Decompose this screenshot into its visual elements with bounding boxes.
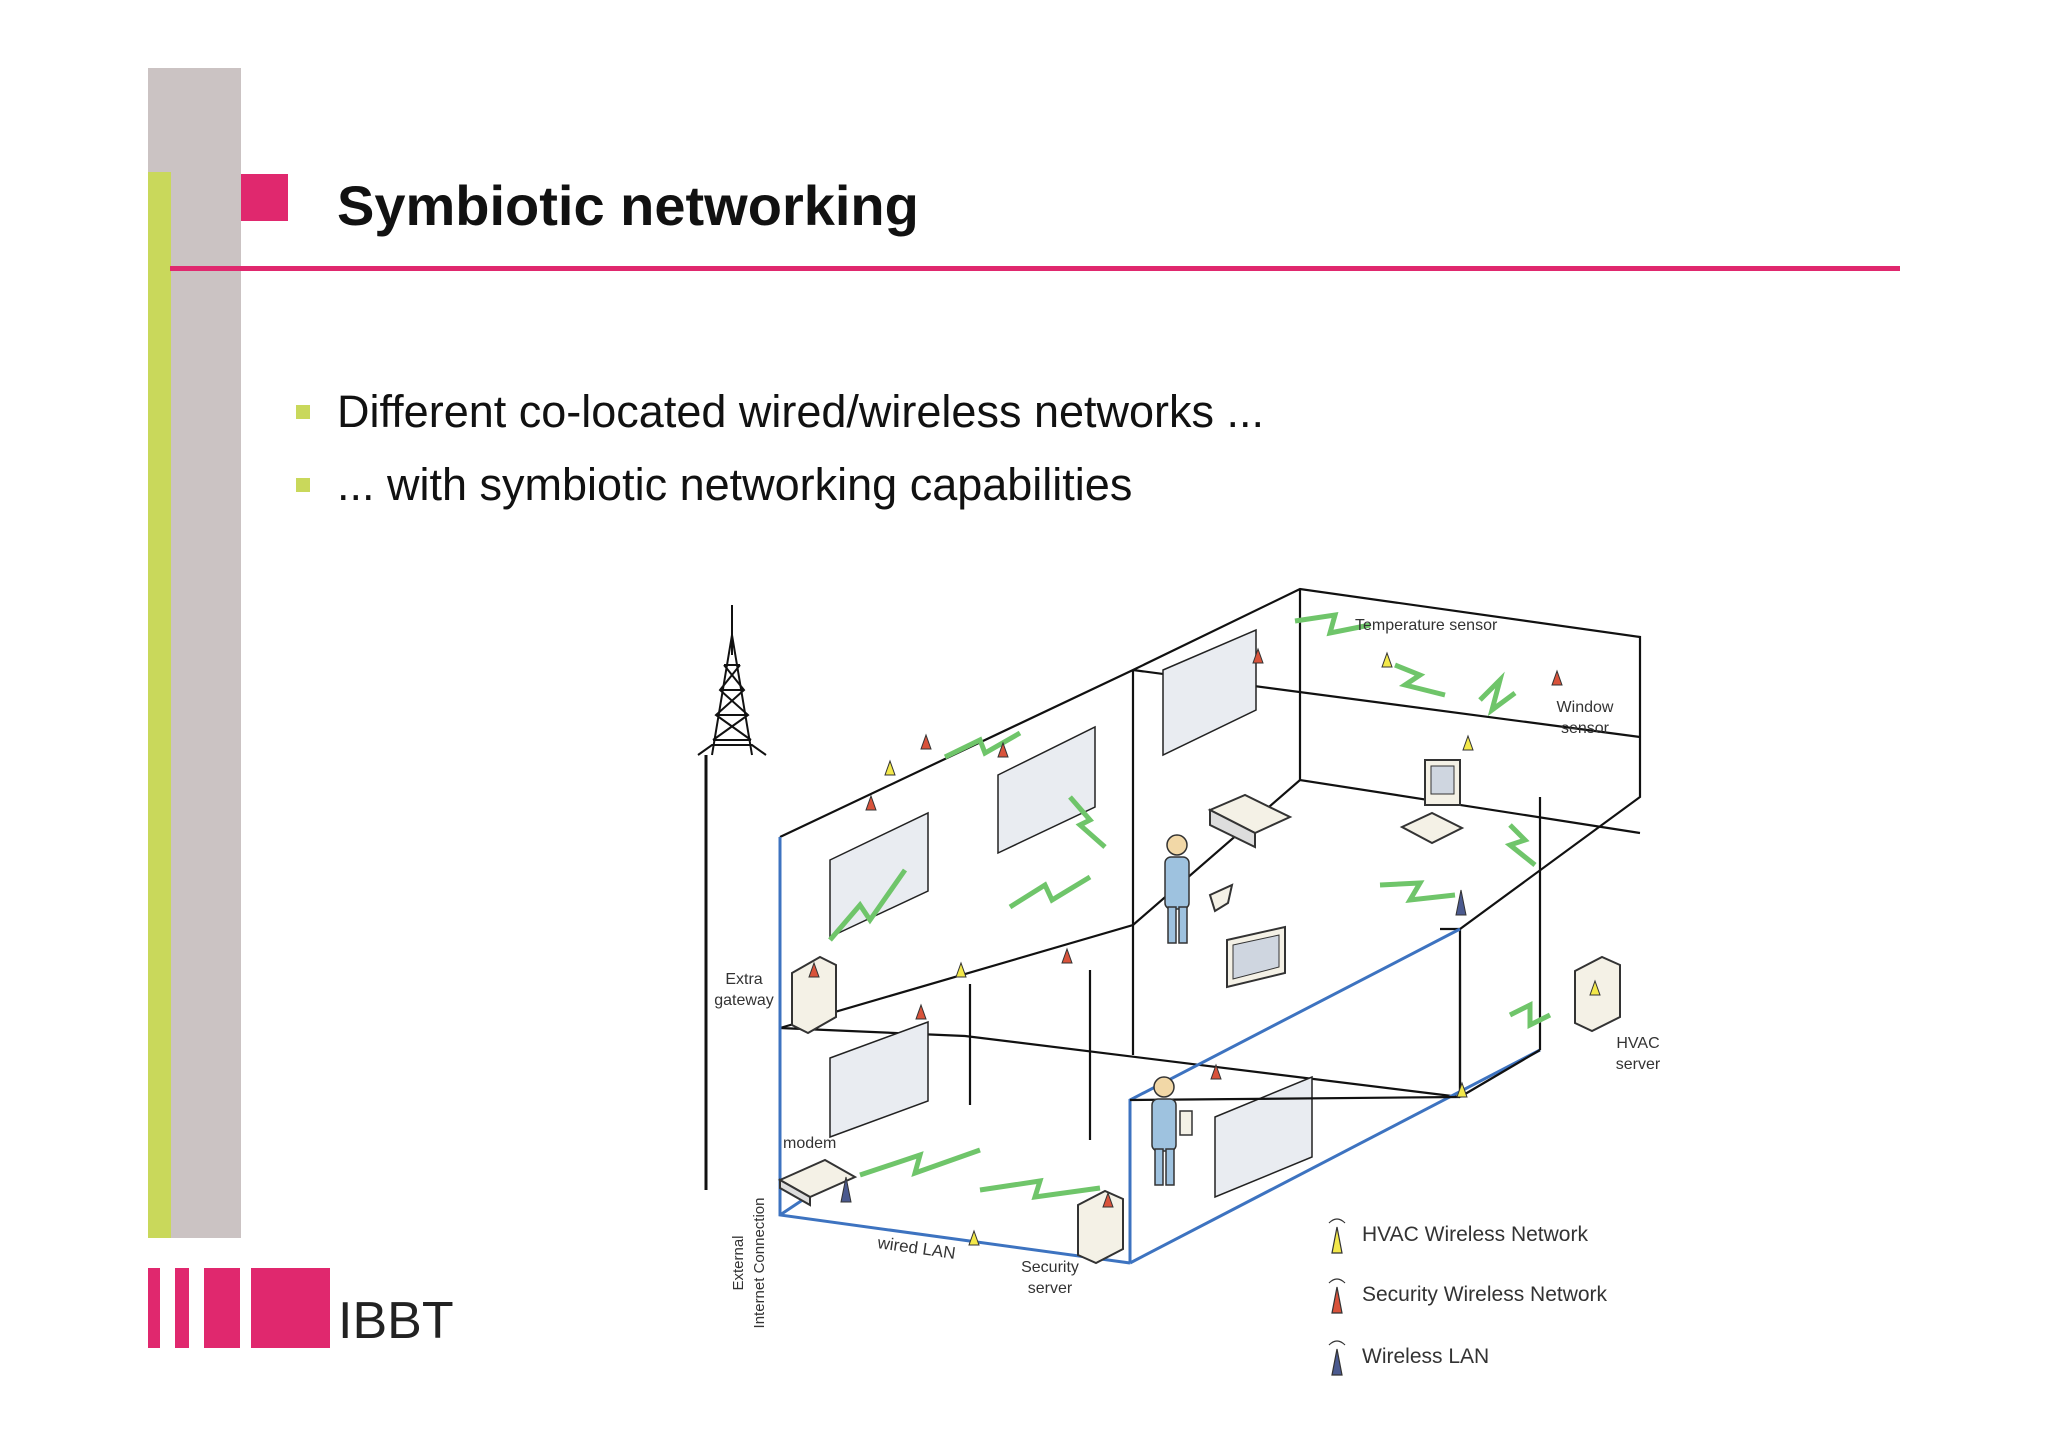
legend-item-wlan: Wireless LAN [1328,1340,1489,1376]
external-connection-label: Internet Connection [751,1198,768,1329]
ibbt-logo: IBBT [148,1268,454,1350]
security-node-icon [997,741,1009,758]
temperature-sensor-label: Temperature sensor [1355,617,1498,634]
extra-gateway-label: Extra [725,971,762,988]
legend-label: HVAC Wireless Network [1362,1223,1588,1246]
security-node-icon [1252,647,1264,664]
bullet-marker [296,478,310,492]
person-icon [1164,834,1190,944]
modem-label: modem [783,1135,836,1152]
security-node-icon [808,961,820,978]
hvac-node-icon [1381,651,1393,668]
legend-label: Security Wireless Network [1362,1283,1608,1306]
security-node-icon [1328,1278,1346,1314]
bullet-text: Different co-located wired/wireless netw… [337,386,1265,437]
bullet-text: ... with symbiotic networking capabiliti… [337,459,1133,510]
external-connection-label: External [730,1235,747,1290]
hvac-server-label: server [1616,1056,1661,1073]
hvac-node-icon [1462,734,1474,751]
logo-bar [204,1268,240,1348]
hvac-node-icon [1589,979,1601,996]
logo-text: IBBT [338,1292,454,1350]
wlan-node-icon [840,1176,852,1203]
window-sensor-label: sensor [1561,720,1610,737]
security-node-icon [1102,1191,1114,1208]
logo-bar [175,1268,189,1348]
antenna-tower-icon [697,605,767,1190]
security-node-icon [865,794,877,811]
title-underline [170,266,1900,271]
legend-label: Wireless LAN [1362,1345,1489,1368]
security-server-icon [1077,1189,1124,1265]
logo-bar [148,1268,160,1348]
tv-screen-icon [1226,925,1286,989]
security-node-icon [1551,669,1563,686]
wlan-node-icon [1328,1340,1346,1376]
slide-title: Symbiotic networking [337,174,919,237]
projector-icon [1207,793,1293,849]
security-node-icon [1210,1063,1222,1080]
hvac-node-icon [884,759,896,776]
network-diagram: Temperature sensor Window sensor Extra g… [697,587,1661,1376]
wlan-node-icon [1455,889,1467,916]
hvac-node-icon [1456,1081,1468,1098]
bullet-marker [296,405,310,419]
left-green-bar [148,172,171,1238]
security-server-label: Security [1021,1259,1079,1276]
front-frame [1129,797,1542,1102]
legend-item-security: Security Wireless Network [1328,1278,1608,1314]
legend-item-hvac: HVAC Wireless Network [1328,1218,1588,1254]
hvac-node-icon [955,961,967,978]
security-node-icon [915,1003,927,1020]
hvac-node-icon [1328,1218,1346,1254]
diagram-legend: HVAC Wireless Network Security Wireless … [1328,1218,1608,1376]
hvac-node-icon [968,1229,980,1246]
desktop-computer-icon [1399,759,1465,845]
security-server-label: server [1028,1280,1073,1297]
extra-gateway-label: gateway [714,992,774,1009]
gateway-server-icon [791,955,837,1035]
security-node-icon [920,733,932,750]
title-accent-square [241,174,288,221]
modem-icon [777,1158,858,1207]
security-node-icon [1061,947,1073,964]
telephone-icon [1208,883,1234,913]
logo-bar [251,1268,330,1348]
windows [829,628,1313,1199]
hvac-server-label: HVAC [1616,1035,1659,1052]
person-icon [1151,1076,1193,1186]
window-sensor-label: Window [1557,699,1614,716]
